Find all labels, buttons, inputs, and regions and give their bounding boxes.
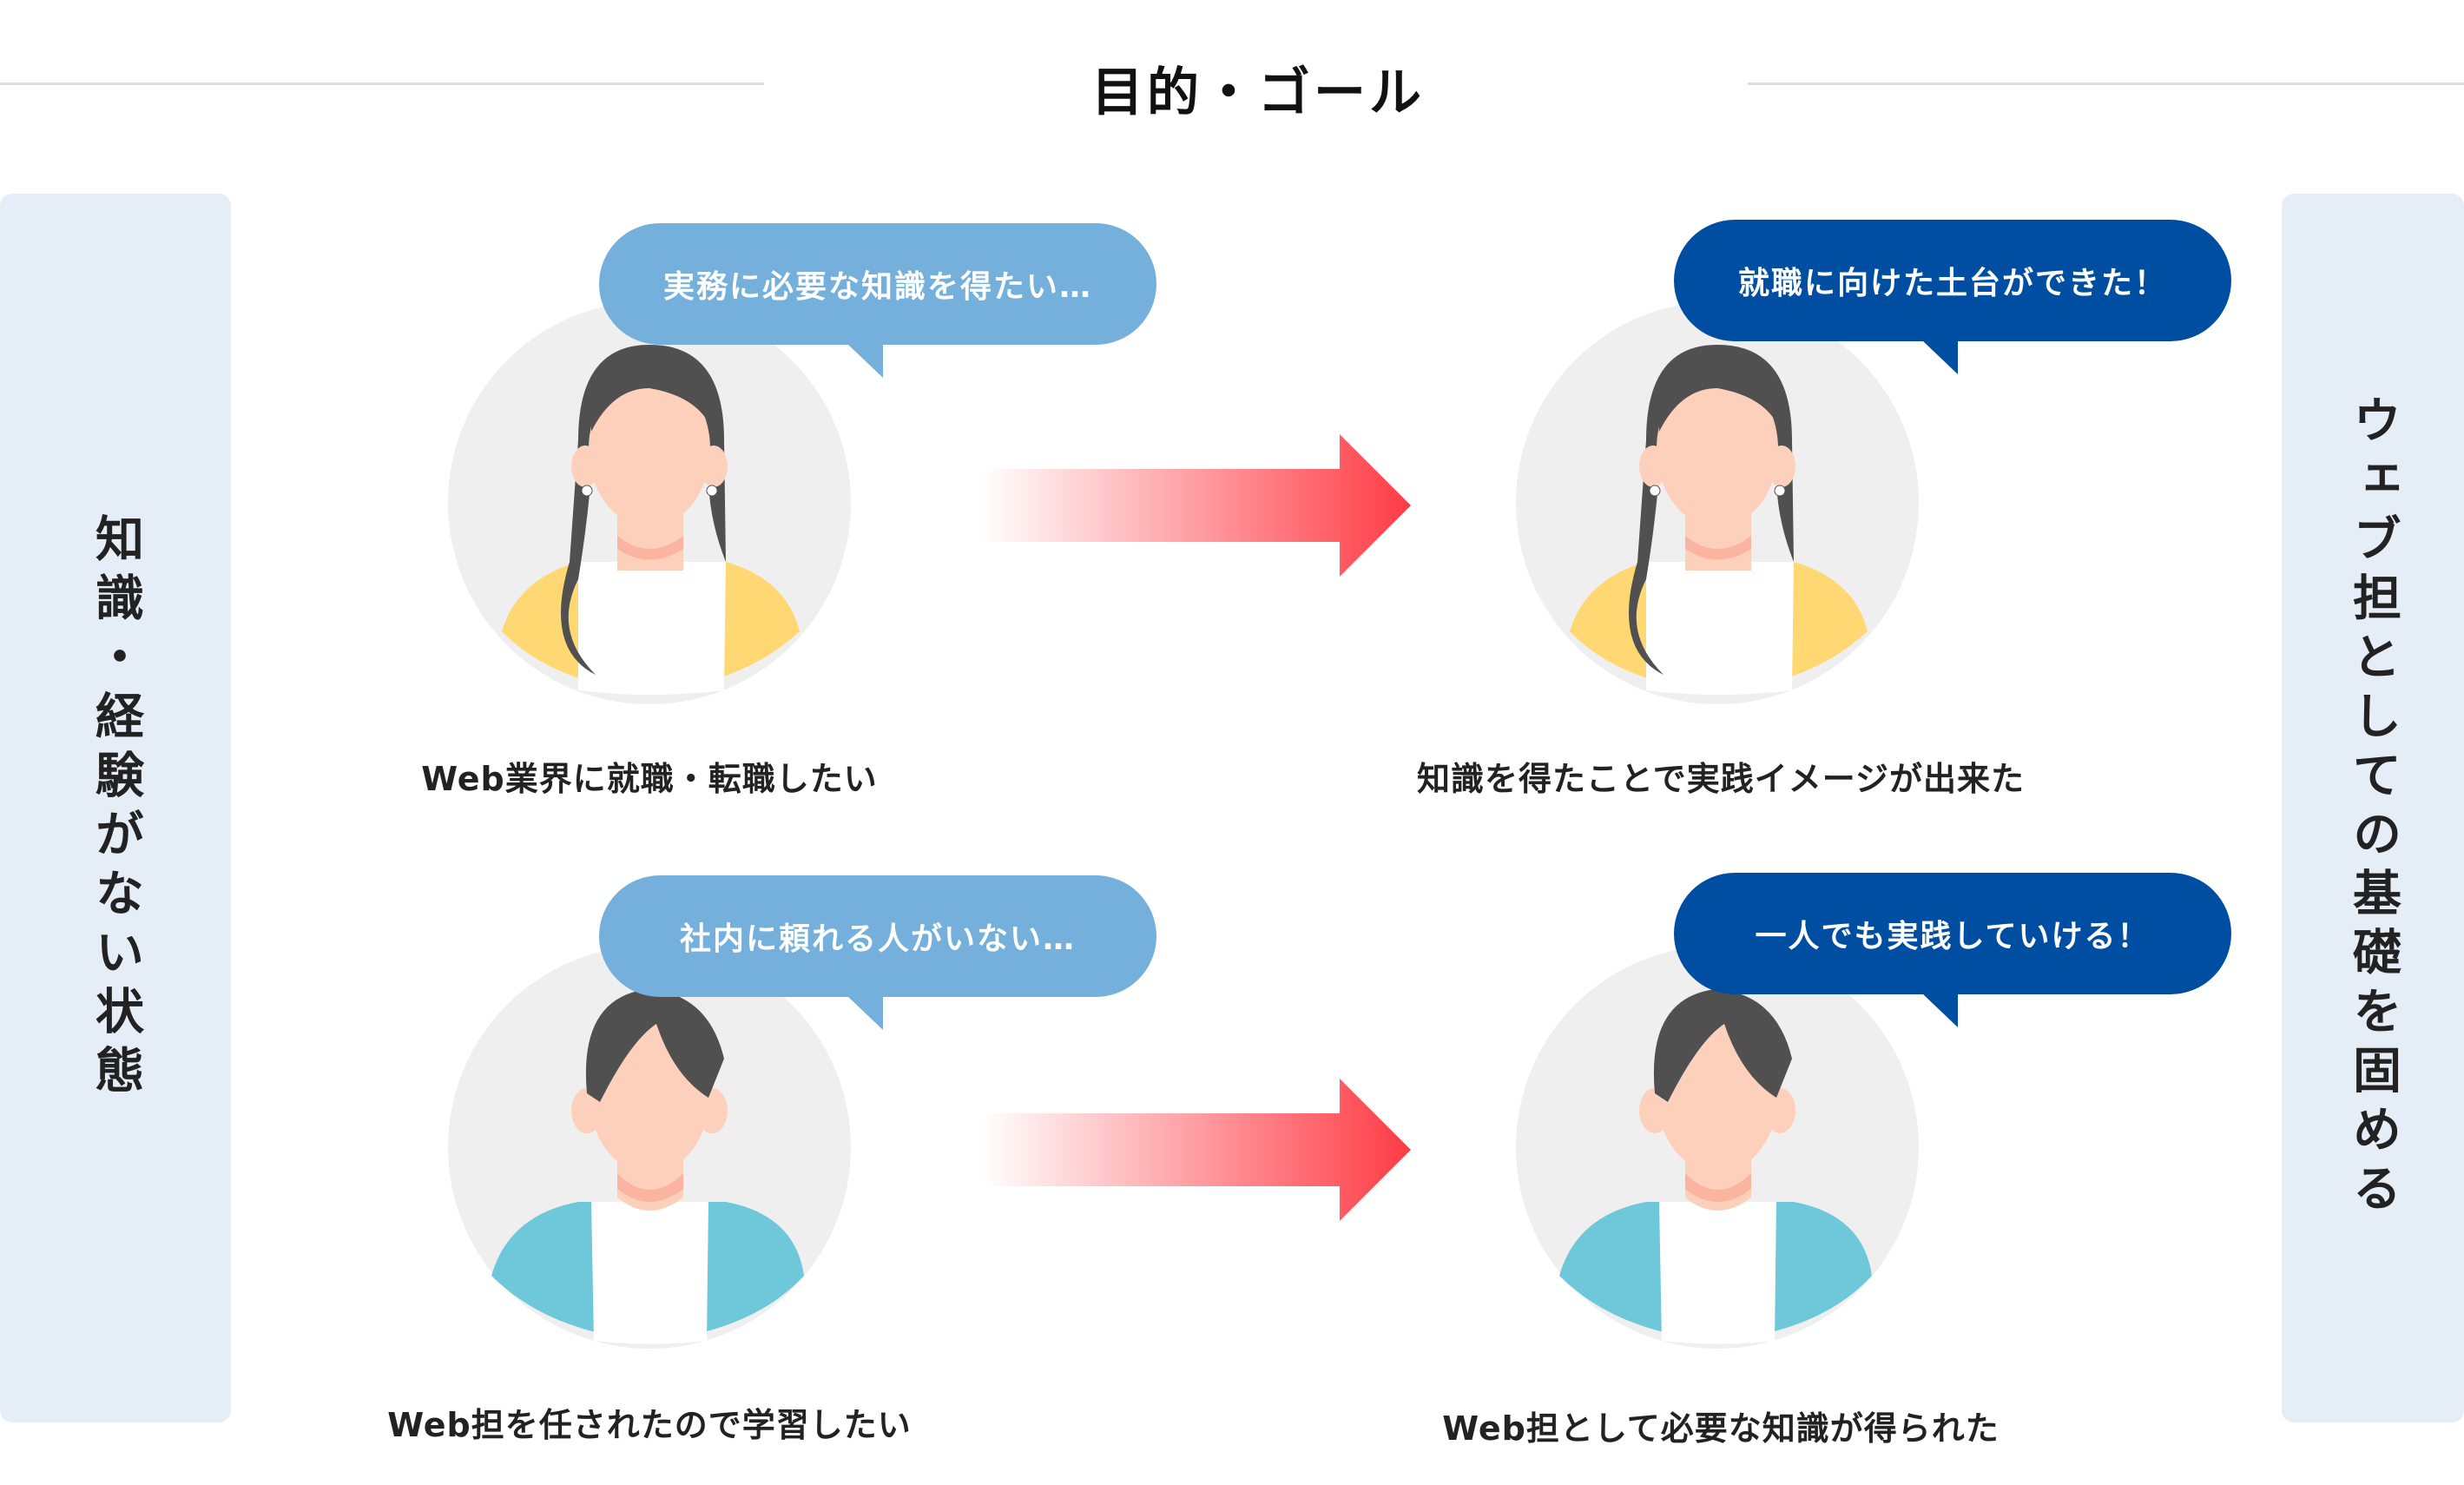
woman-before-illustration	[448, 301, 851, 704]
page-title: 目的・ゴール	[1091, 63, 1425, 123]
caption-after-2: Web担として必要な知識が得られた	[1442, 1409, 2000, 1448]
title-rule-left	[0, 82, 764, 85]
man-after-illustration	[1516, 946, 1919, 1349]
speech-bubble-before-1: 実務に必要な知識を得たい…	[599, 223, 1156, 378]
title-rule-right	[1748, 82, 2464, 85]
man-before-illustration	[448, 946, 851, 1349]
arrow-right-icon	[982, 1079, 1411, 1221]
left-panel-label: 知識・経験がない状態	[87, 512, 144, 1104]
caption-after-1: 知識を得たことで実践イメージが出来た	[1416, 760, 2026, 798]
caption-before-2: Web担を任されたので学習したい	[387, 1406, 912, 1444]
left-panel: 知識・経験がない状態	[0, 194, 231, 1422]
speech-bubble-after-1: 就職に向けた土台ができた！	[1674, 220, 2231, 374]
right-panel: ウェブ担としての基礎を固める	[2282, 194, 2464, 1422]
right-panel-label: ウェブ担としての基礎を固める	[2344, 394, 2401, 1222]
speech-bubble-before-2: 社内に頼れる人がいない…	[599, 875, 1156, 1030]
caption-before-1: Web業界に就職・転職したい	[421, 760, 878, 798]
woman-after-illustration	[1516, 301, 1919, 704]
speech-bubble-after-2: 一人でも実践していける！	[1674, 873, 2231, 1027]
arrow-right-icon	[982, 434, 1411, 577]
